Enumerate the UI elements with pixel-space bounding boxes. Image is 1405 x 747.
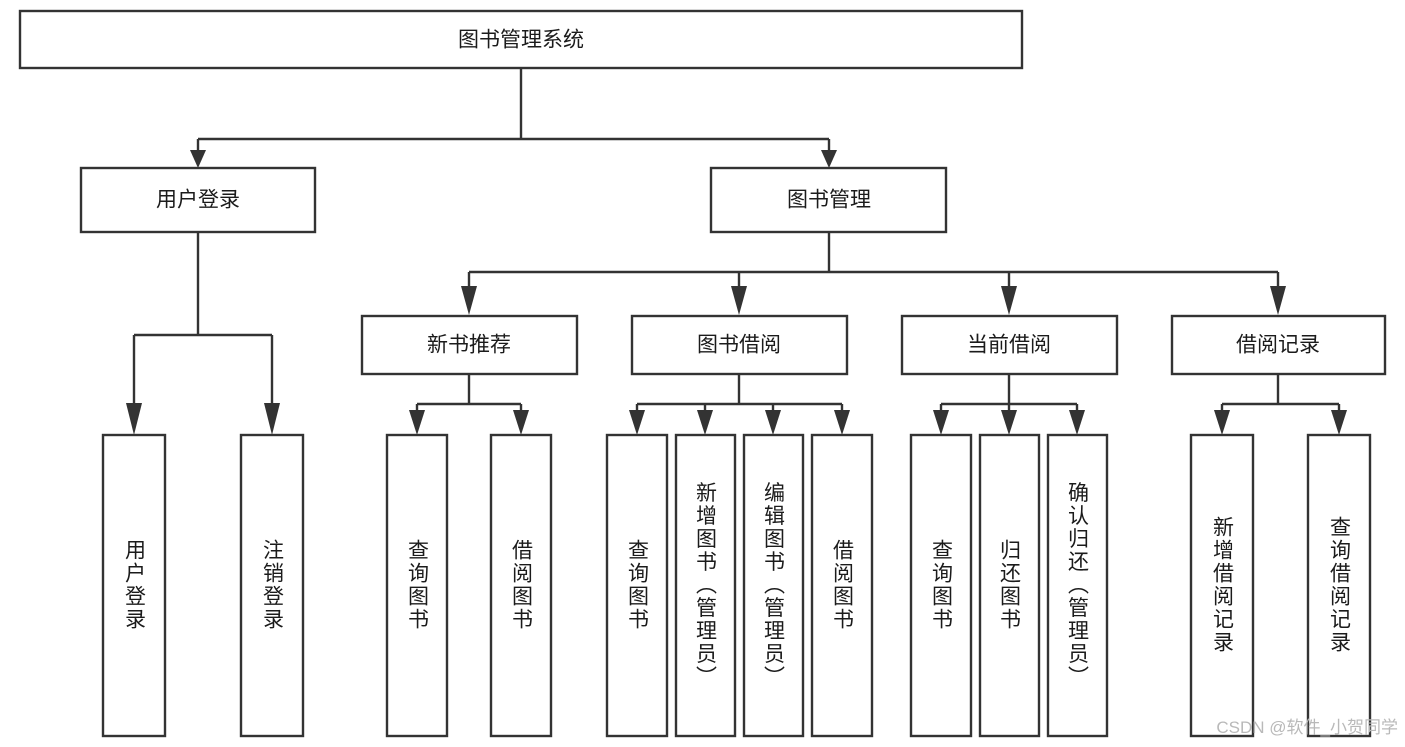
arrow-book-management bbox=[821, 150, 837, 168]
node-leaf-confirm-return[interactable]: 确认归还（管理员） bbox=[1046, 433, 1109, 738]
node-leaf-query-record-box[interactable] bbox=[1306, 433, 1372, 738]
node-borrow-record-label: 借阅记录 bbox=[1236, 334, 1320, 357]
node-leaf-query-book-1-label: 查询图书 bbox=[406, 539, 430, 631]
node-leaf-edit-book[interactable]: 编辑图书（管理员） bbox=[742, 433, 805, 738]
node-leaf-borrow-book-1-box[interactable] bbox=[489, 433, 553, 738]
node-current-borrow[interactable]: 当前借阅 bbox=[900, 314, 1119, 376]
node-leaf-confirm-return-label: 确认归还（管理员） bbox=[1066, 482, 1090, 689]
node-root-box[interactable] bbox=[18, 9, 1024, 70]
node-user-login-label: 用户登录 bbox=[156, 189, 240, 212]
node-root-label: 图书管理系统 bbox=[458, 29, 584, 52]
node-leaf-borrow-book-2-box[interactable] bbox=[810, 433, 874, 738]
node-new-book-recommend[interactable]: 新书推荐 bbox=[360, 314, 579, 376]
arrow-new-book-recommend bbox=[461, 286, 477, 315]
arrow-leaf-query-book-2 bbox=[629, 410, 645, 435]
node-user-login-box[interactable] bbox=[79, 166, 317, 234]
arrow-leaf-user-login bbox=[126, 403, 142, 435]
node-leaf-borrow-book-1[interactable]: 借阅图书 bbox=[489, 433, 553, 738]
node-new-book-recommend-box[interactable] bbox=[360, 314, 579, 376]
node-book-borrow[interactable]: 图书借阅 bbox=[630, 314, 849, 376]
node-root[interactable]: 图书管理系统 bbox=[18, 9, 1024, 70]
arrow-current-borrow bbox=[1001, 286, 1017, 315]
arrow-leaf-add-record bbox=[1214, 410, 1230, 435]
node-leaf-query-record-label: 查询借阅记录 bbox=[1328, 516, 1352, 654]
arrow-leaf-return-book bbox=[1001, 410, 1017, 435]
node-leaf-add-book-label: 新增图书（管理员） bbox=[694, 482, 718, 689]
node-leaf-query-book-1-box[interactable] bbox=[385, 433, 449, 738]
node-leaf-query-book-2-label: 查询图书 bbox=[626, 539, 650, 631]
node-current-borrow-box[interactable] bbox=[900, 314, 1119, 376]
arrow-leaf-query-book-3 bbox=[933, 410, 949, 435]
arrow-leaf-edit-book bbox=[765, 410, 781, 435]
node-leaf-add-record-box[interactable] bbox=[1189, 433, 1255, 738]
csdn-watermark: CSDN @软件_小贺同学 bbox=[1216, 718, 1398, 737]
node-book-management-box[interactable] bbox=[709, 166, 948, 234]
node-current-borrow-label: 当前借阅 bbox=[967, 334, 1051, 357]
arrow-leaf-user-logout bbox=[264, 403, 280, 435]
node-leaf-borrow-book-1-label: 借阅图书 bbox=[510, 539, 534, 631]
node-leaf-query-book-2[interactable]: 查询图书 bbox=[605, 433, 669, 738]
node-leaf-add-book[interactable]: 新增图书（管理员） bbox=[674, 433, 737, 738]
node-leaf-return-book[interactable]: 归还图书 bbox=[978, 433, 1041, 738]
node-leaf-query-book-3-label: 查询图书 bbox=[930, 539, 954, 631]
node-book-management-label: 图书管理 bbox=[787, 189, 871, 212]
arrow-leaf-add-book bbox=[697, 410, 713, 435]
node-leaf-edit-book-label: 编辑图书（管理员） bbox=[762, 482, 786, 689]
node-leaf-user-login-box[interactable] bbox=[101, 433, 167, 738]
node-new-book-recommend-label: 新书推荐 bbox=[427, 334, 511, 357]
arrow-borrow-record bbox=[1270, 286, 1286, 315]
arrow-leaf-borrow-book-1 bbox=[513, 410, 529, 435]
node-leaf-user-logout-label: 注销登录 bbox=[261, 539, 285, 631]
node-leaf-user-logout[interactable]: 注销登录 bbox=[239, 433, 305, 738]
node-leaf-query-book-3-box[interactable] bbox=[909, 433, 973, 738]
node-book-borrow-label: 图书借阅 bbox=[697, 334, 781, 357]
node-leaf-query-book-3[interactable]: 查询图书 bbox=[909, 433, 973, 738]
node-borrow-record[interactable]: 借阅记录 bbox=[1170, 314, 1387, 376]
node-leaf-confirm-return-box[interactable] bbox=[1046, 433, 1109, 738]
node-leaf-query-book-1[interactable]: 查询图书 bbox=[385, 433, 449, 738]
arrow-leaf-borrow-book-2 bbox=[834, 410, 850, 435]
node-leaf-user-login-label: 用户登录 bbox=[123, 539, 147, 631]
node-leaf-borrow-book-2[interactable]: 借阅图书 bbox=[810, 433, 874, 738]
node-leaf-add-record-label: 新增借阅记录 bbox=[1211, 516, 1235, 654]
node-book-borrow-box[interactable] bbox=[630, 314, 849, 376]
connector-layer bbox=[126, 68, 1347, 435]
arrow-user-login bbox=[190, 150, 206, 168]
node-leaf-add-record[interactable]: 新增借阅记录 bbox=[1189, 433, 1255, 738]
node-leaf-return-book-label: 归还图书 bbox=[998, 539, 1022, 631]
node-leaf-query-record[interactable]: 查询借阅记录 bbox=[1306, 433, 1372, 738]
node-leaf-user-logout-box[interactable] bbox=[239, 433, 305, 738]
node-user-login[interactable]: 用户登录 bbox=[79, 166, 317, 234]
arrow-leaf-query-record bbox=[1331, 410, 1347, 435]
node-leaf-borrow-book-2-label: 借阅图书 bbox=[831, 539, 855, 631]
node-leaf-add-book-box[interactable] bbox=[674, 433, 737, 738]
node-leaf-return-book-box[interactable] bbox=[978, 433, 1041, 738]
node-book-management[interactable]: 图书管理 bbox=[709, 166, 948, 234]
node-borrow-record-box[interactable] bbox=[1170, 314, 1387, 376]
node-leaf-edit-book-box[interactable] bbox=[742, 433, 805, 738]
arrow-leaf-query-book-1 bbox=[409, 410, 425, 435]
node-leaf-user-login[interactable]: 用户登录 bbox=[101, 433, 167, 738]
arrow-leaf-confirm-return bbox=[1069, 410, 1085, 435]
node-leaf-query-book-2-box[interactable] bbox=[605, 433, 669, 738]
arrow-book-borrow bbox=[731, 286, 747, 315]
